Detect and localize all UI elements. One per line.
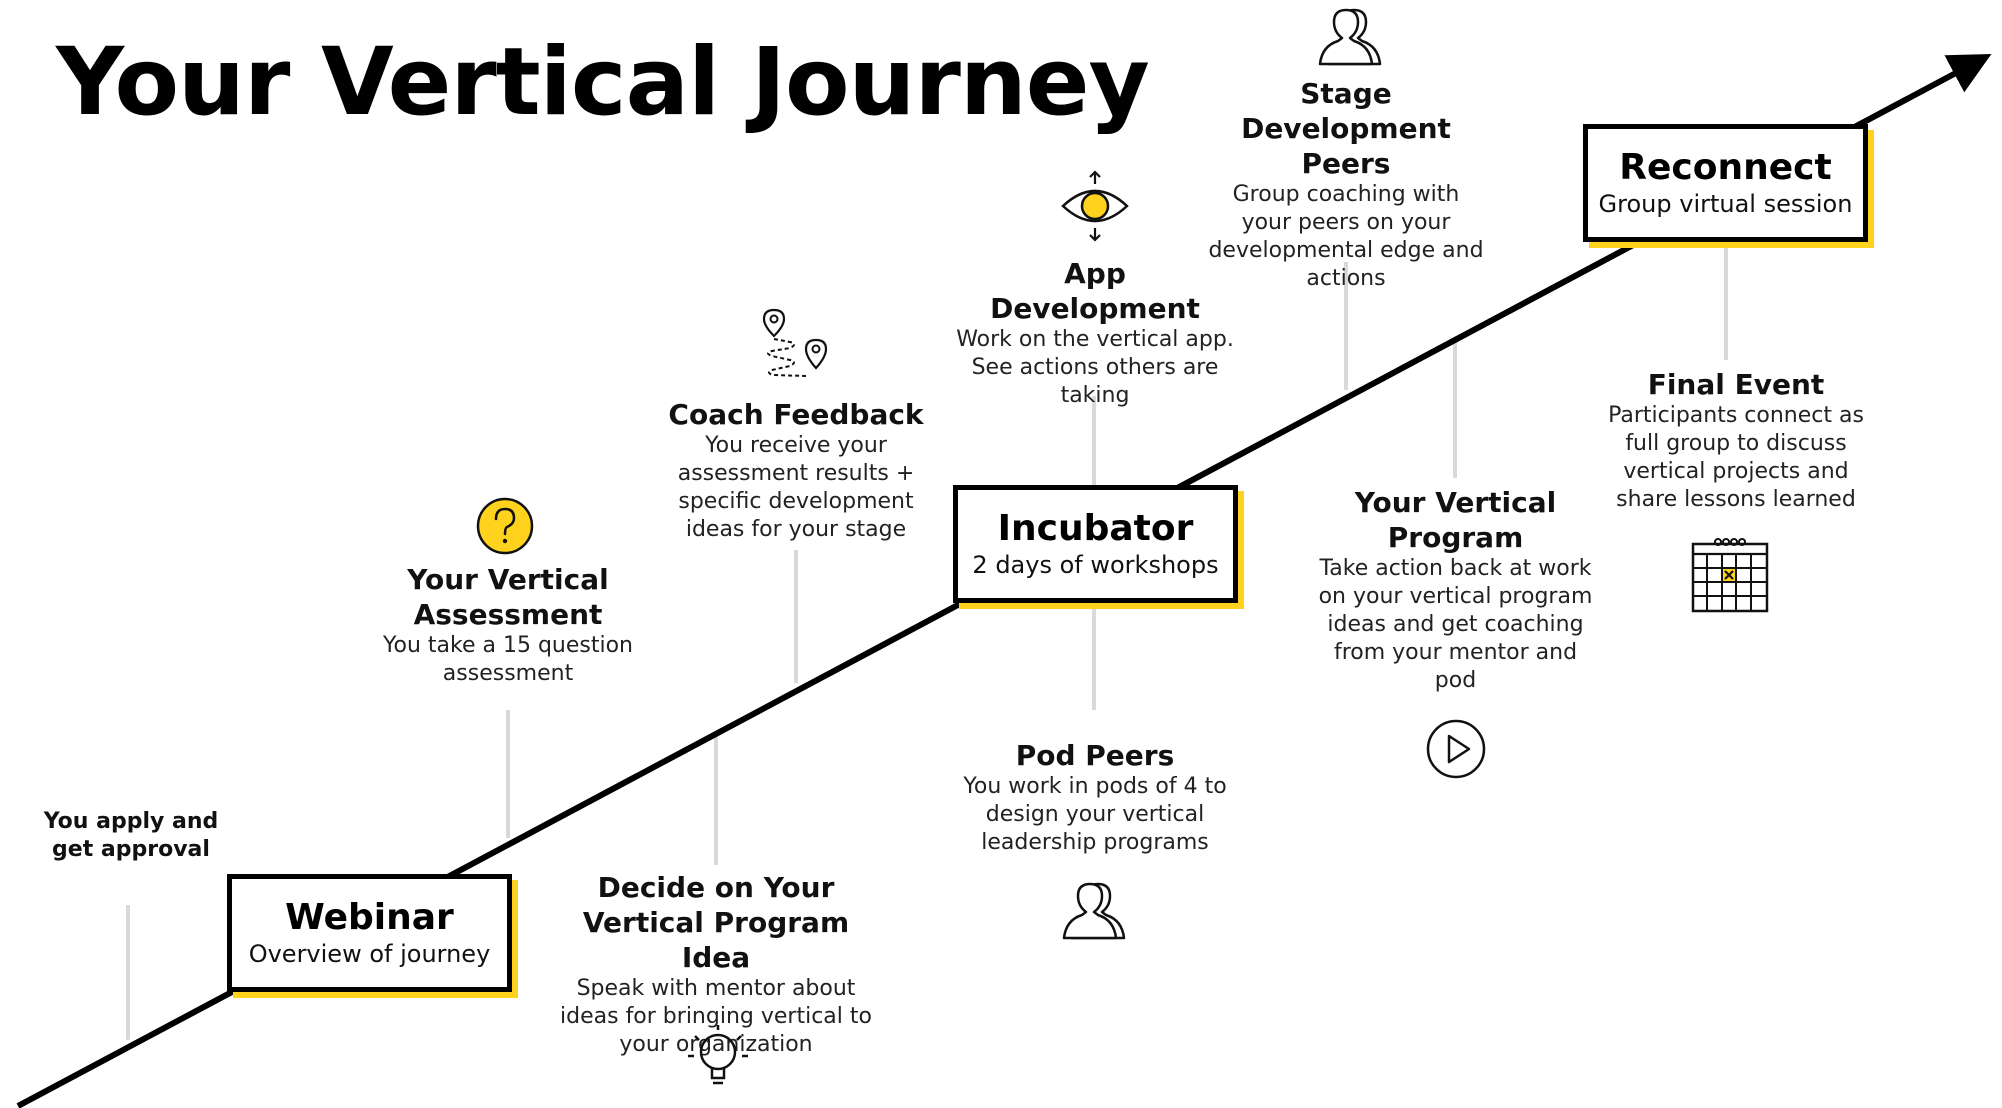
milestone-subtitle: 2 days of workshops	[972, 551, 1219, 579]
step-title: Pod Peers	[1015, 739, 1175, 772]
step-description: Take action back at work on your vertica…	[1318, 556, 1593, 693]
step-description: Group coaching with your peers on your d…	[1208, 182, 1484, 291]
step-description: You work in pods of 4 to design your ver…	[963, 774, 1227, 855]
step-stage-peers: Stage Development Peers Group coaching w…	[1206, 76, 1486, 293]
step-title: Stage Development Peers	[1241, 77, 1451, 180]
step-description: You receive your assessment results + sp…	[677, 433, 915, 542]
step-final-event: Final Event Participants connect as full…	[1606, 367, 1866, 514]
calendar-icon	[1690, 536, 1770, 614]
step-description: Work on the vertical app. See actions ot…	[956, 327, 1234, 408]
milestone-incubator: Incubator 2 days of workshops	[953, 485, 1238, 603]
step-title: Final Event	[1647, 368, 1825, 401]
step-app-development: App Development Work on the vertical app…	[955, 256, 1235, 410]
step-title: Coach Feedback	[668, 398, 924, 431]
start-note: You apply and get approval	[43, 809, 219, 862]
map-route-icon	[760, 306, 836, 380]
step-program-idea: Decide on Your Vertical Program Idea Spe…	[548, 870, 884, 1059]
step-title: Your Vertical Program	[1354, 486, 1557, 554]
people-icon	[1060, 880, 1126, 942]
milestone-subtitle: Overview of journey	[248, 940, 491, 968]
page-title: Your Vertical Journey	[56, 28, 1150, 137]
milestone-subtitle: Group virtual session	[1598, 190, 1853, 218]
milestone-title: Reconnect	[1619, 147, 1832, 188]
milestone-title: Webinar	[285, 897, 454, 938]
step-coach-feedback: Coach Feedback You receive your assessme…	[660, 397, 932, 544]
lightbulb-icon	[686, 1022, 750, 1094]
step-title: App Development	[990, 257, 1200, 325]
milestone-webinar: Webinar Overview of journey	[227, 874, 512, 992]
step-vertical-assessment: Your Vertical Assessment You take a 15 q…	[378, 562, 638, 688]
people-icon	[1316, 6, 1382, 68]
play-icon	[1425, 718, 1487, 780]
milestone-reconnect: Reconnect Group virtual session	[1583, 124, 1868, 242]
step-title: Your Vertical Assessment	[407, 563, 609, 631]
step-pod-peers: Pod Peers You work in pods of 4 to desig…	[955, 738, 1235, 857]
eye-icon	[1060, 170, 1130, 242]
step-vertical-program: Your Vertical Program Take action back a…	[1318, 485, 1593, 695]
step-description: Participants connect as full group to di…	[1608, 403, 1864, 512]
milestone-title: Incubator	[997, 508, 1194, 549]
step-description: You take a 15 question assessment	[382, 633, 633, 686]
question-icon	[475, 496, 535, 556]
step-title: Decide on Your Vertical Program Idea	[582, 871, 850, 974]
